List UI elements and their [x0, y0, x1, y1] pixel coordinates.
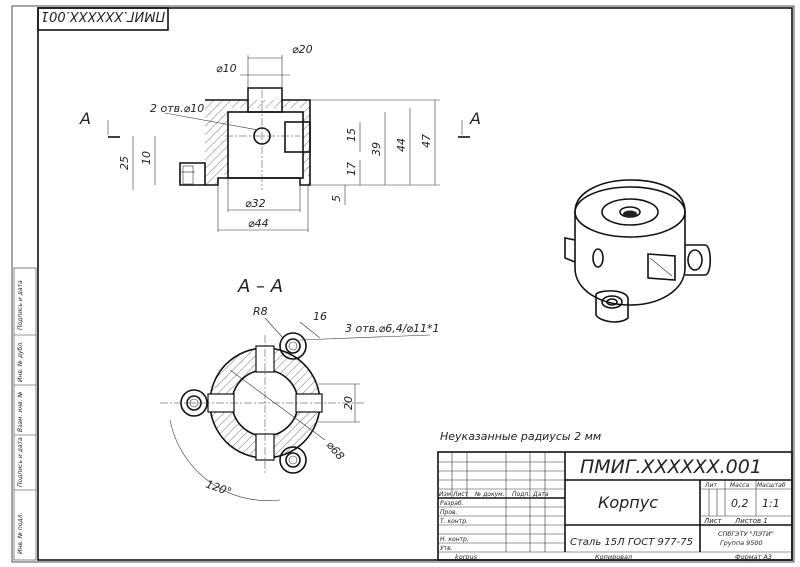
- sheet-label: Лист: [703, 517, 723, 525]
- th-doc: № докум.: [474, 491, 505, 498]
- col-lit: Лит: [704, 482, 717, 489]
- th-list: Лист: [452, 491, 469, 498]
- dim-d68: ⌀68: [324, 439, 347, 463]
- side-strip-label-4: Подпись и дата: [17, 437, 24, 487]
- dim-h47: 47: [420, 134, 433, 148]
- dim-h5: 5: [330, 195, 343, 202]
- lug-top: [279, 332, 307, 360]
- mirror-code: ПМИГ.XXXXXX.001: [41, 8, 165, 23]
- role-approved: Утв.: [440, 545, 453, 552]
- section-title: A – A: [237, 276, 283, 297]
- drawing-frame: [37, 7, 793, 561]
- side-strip-label-3: Взам. инв. №: [17, 391, 24, 432]
- dim-d20: ⌀20: [292, 43, 313, 56]
- section-view: A – A R8 16 3 отв.⌀6: [160, 276, 440, 501]
- part-name: Корпус: [598, 493, 658, 512]
- dim-w16: 16: [313, 310, 327, 323]
- side-strip-label-5: Инв. № подл.: [17, 513, 24, 554]
- dim-r8: R8: [253, 305, 268, 318]
- dim-holes-note: 2 отв.⌀10: [150, 102, 204, 115]
- organization-line2: Группа 9500: [720, 539, 763, 547]
- side-strip: Подпись и дата Инв. № дубл. Взам. инв. №…: [13, 267, 37, 561]
- dim-d32: ⌀32: [245, 197, 266, 210]
- mass-value: 0,2: [731, 497, 749, 510]
- dim-h44: 44: [395, 138, 408, 152]
- col-mass: Масса: [730, 482, 749, 489]
- th-date: Дата: [532, 491, 549, 498]
- side-strip-label-1: Подпись и дата: [17, 280, 24, 330]
- material: Сталь 15Л ГОСТ 977-75: [570, 537, 693, 548]
- copied-label: Копировал: [595, 553, 632, 561]
- side-strip-label-2: Инв. № дубл.: [17, 341, 24, 382]
- dim-holes3: 3 отв.⌀6,4/⌀11*1: [345, 322, 440, 335]
- format-label: Формат A3: [735, 553, 772, 561]
- th-izm: Изм: [439, 491, 452, 498]
- organization-line1: СПбГЭТУ "ЛЭТИ": [718, 530, 774, 538]
- front-view: ⌀20 ⌀10 2 отв.⌀10 47 44 39 15 17 5 10 25…: [79, 43, 481, 232]
- mirror-code-box: ПМИГ.XXXXXX.001: [37, 7, 169, 31]
- dim-d44: ⌀44: [248, 217, 269, 230]
- th-sign: Подп.: [512, 491, 530, 498]
- dim-h17: 17: [345, 162, 358, 176]
- dim-h25: 25: [118, 156, 131, 170]
- dim-w20: 20: [342, 396, 355, 410]
- role-norm-control: Н. контр.: [440, 536, 469, 543]
- section-marker-left: A: [79, 109, 91, 128]
- isometric-view: [564, 179, 712, 323]
- scale-value: 1:1: [762, 497, 780, 510]
- dim-angle: 120°: [204, 478, 233, 499]
- general-note: Неуказанные радиусы 2 мм: [440, 430, 601, 443]
- signature-text: korpus: [455, 553, 478, 561]
- role-tech-control: Т. контр.: [440, 518, 468, 525]
- col-scale: Масштаб: [757, 482, 786, 489]
- dim-d10: ⌀10: [216, 62, 237, 75]
- dim-h10: 10: [140, 151, 153, 165]
- sheets-label: Листов 1: [734, 517, 768, 525]
- section-marker-right: A: [469, 109, 481, 128]
- dim-h15: 15: [345, 128, 358, 142]
- dim-h39: 39: [370, 142, 383, 156]
- title-block: Изм Лист № докум. Подп. Дата Разраб. Про…: [437, 451, 793, 561]
- designation: ПМИГ.XXXXXX.001: [580, 456, 762, 478]
- lug-bottom: [279, 446, 307, 474]
- role-developer: Разраб.: [440, 500, 464, 507]
- role-checker: Пров.: [440, 509, 458, 516]
